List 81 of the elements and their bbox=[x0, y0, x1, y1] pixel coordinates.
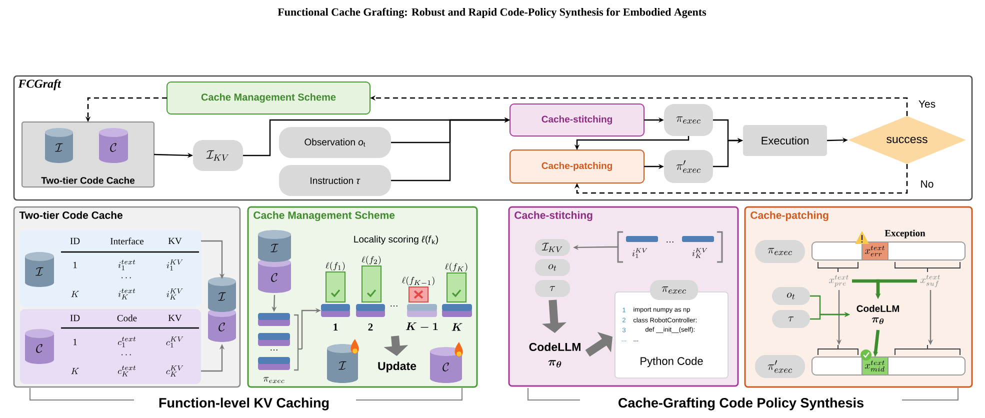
process-box: Cache-stitching bbox=[510, 104, 644, 136]
disk-group: $i_1^{KV}$ … $i_K^{KV}$ bbox=[617, 231, 723, 263]
pill-label: $\pi_{exec}$ bbox=[650, 280, 698, 300]
node-label: $\ell(f_{K-1})$ bbox=[402, 276, 434, 286]
table-cell: 1 bbox=[73, 262, 77, 268]
formula-label: $x_{pre}^{text}$ bbox=[829, 275, 848, 287]
code-caption: Python Code bbox=[640, 356, 703, 368]
cache-disk: $K$ bbox=[442, 304, 472, 331]
database-cylinder: $\mathcal{C}$ bbox=[25, 329, 54, 364]
cache-disk: 2 bbox=[356, 304, 385, 330]
table-cell: $i_1^{text}$ bbox=[118, 260, 136, 270]
table-cell: $i_K^{KV}$ bbox=[166, 288, 183, 300]
pill-label: Observation o$_{t}$ bbox=[279, 127, 391, 158]
title: Functional Cache Grafting: Robust and Rapid Code-Policy Synthesis for Embodied Agents bbox=[278, 8, 706, 18]
node-label: 1 bbox=[334, 324, 338, 330]
pill-label: Instruction τ bbox=[279, 165, 391, 196]
table-cell: $c_K^{KV}$ bbox=[166, 365, 184, 377]
node-label: 2 bbox=[368, 324, 373, 330]
node-label: $\ell(f_1)$ bbox=[326, 262, 345, 271]
table-cell: $c_K^{text}$ bbox=[118, 366, 136, 376]
section-label: Cache-Grafting Code Policy Synthesis bbox=[618, 398, 864, 410]
table-cell: $i_K^{text}$ bbox=[118, 288, 136, 300]
score-bar: $\ell(f_1)$ bbox=[326, 262, 346, 302]
pill-label: $\pi'_{exec}$ bbox=[755, 355, 805, 378]
node-label: $i_K^{KV}$ bbox=[692, 248, 708, 258]
node-label: $K$ bbox=[452, 323, 462, 331]
table-background bbox=[20, 230, 201, 307]
dashed-arrow bbox=[574, 164, 908, 194]
table-cell: $K$ bbox=[71, 368, 79, 374]
patched-cell: $x_{mid}^{text}$ bbox=[862, 356, 888, 376]
exception-label: Exception bbox=[884, 230, 926, 238]
table-cell: Interface bbox=[110, 238, 144, 244]
node-label: $\pi_{exec}$ bbox=[263, 377, 284, 383]
model-label: CodeLLM $\pi_\theta$ bbox=[529, 342, 580, 368]
table-cell: $c_1^{KV}$ bbox=[166, 336, 184, 348]
pill-label: $\pi_{exec}$ bbox=[755, 240, 805, 263]
database-cylinder: $\mathcal{C}$ bbox=[99, 128, 128, 163]
cache-disk: 1 bbox=[321, 304, 350, 330]
table-background bbox=[20, 309, 201, 384]
database-cylinder: $\mathcal{I}$ bbox=[258, 230, 291, 262]
pill-label: $o_t$ bbox=[772, 287, 810, 305]
table-cell: KV bbox=[168, 314, 182, 322]
block-arrow bbox=[585, 332, 612, 357]
score-bar: $\ell(f_K)$ bbox=[445, 262, 468, 302]
score-bar: $\ell(f_{K-1})$ bbox=[402, 276, 434, 302]
table-cell: $K$ bbox=[71, 290, 79, 298]
pill-label: $\tau$ bbox=[772, 310, 810, 328]
section-label: Function-level KV Caching bbox=[159, 398, 329, 410]
formula-label: $x_{suf}^{text}$ bbox=[920, 274, 940, 288]
database-cylinder: $\mathcal{I}$ bbox=[327, 344, 358, 383]
table-cell: KV bbox=[168, 238, 182, 244]
node-label: $i_1^{KV}$ bbox=[632, 248, 648, 258]
node-label: $\ell(f_2)$ bbox=[362, 256, 381, 265]
table-cell: $i_1^{KV}$ bbox=[166, 260, 183, 270]
process-box: Cache Management Scheme bbox=[166, 82, 370, 114]
database-cylinder: $\mathcal{C}$ bbox=[208, 308, 236, 342]
database-cylinder: $\mathcal{C}$ bbox=[258, 258, 291, 293]
model-label: CodeLLM $\pi_\theta$ bbox=[856, 304, 899, 324]
node-label: $\ell(f_K)$ bbox=[444, 262, 468, 272]
process-box: Execution bbox=[743, 125, 827, 156]
table-cell: $c_1^{text}$ bbox=[118, 336, 136, 348]
table-cell: $\cdots$ bbox=[122, 277, 131, 278]
database-cylinder: $\mathcal{I}$ bbox=[208, 277, 236, 312]
table-cell: Code bbox=[117, 314, 137, 322]
error-cell: $x_{err}^{text}$ Exception bbox=[862, 230, 926, 260]
pill-label: $\pi_{exec}$ bbox=[664, 104, 713, 136]
pill-label: $\mathcal{I}_{KV}$ bbox=[193, 140, 243, 171]
table-cell: 1 bbox=[73, 338, 77, 346]
disk-stack: … $\pi_{exec}$ bbox=[258, 313, 302, 383]
update-label: Update bbox=[378, 362, 416, 372]
table-cell: $\cdots$ bbox=[122, 354, 131, 356]
process-box: Cache-patching bbox=[510, 150, 644, 184]
database-cylinder: $\mathcal{I}$ bbox=[25, 252, 54, 287]
database-cylinder: $\mathcal{C}$ bbox=[430, 347, 462, 383]
score-bar: $\ell(f_2)$ bbox=[362, 256, 382, 302]
pill-label: $\pi'_{exec}$ bbox=[664, 150, 713, 183]
cache-disk: $K-1$ bbox=[406, 304, 438, 330]
table-cell: ID bbox=[70, 238, 80, 244]
table-cell: ID bbox=[70, 314, 80, 322]
node-label: $K-1$ bbox=[406, 322, 438, 330]
database-cylinder: $\mathcal{I}$ bbox=[45, 128, 73, 163]
